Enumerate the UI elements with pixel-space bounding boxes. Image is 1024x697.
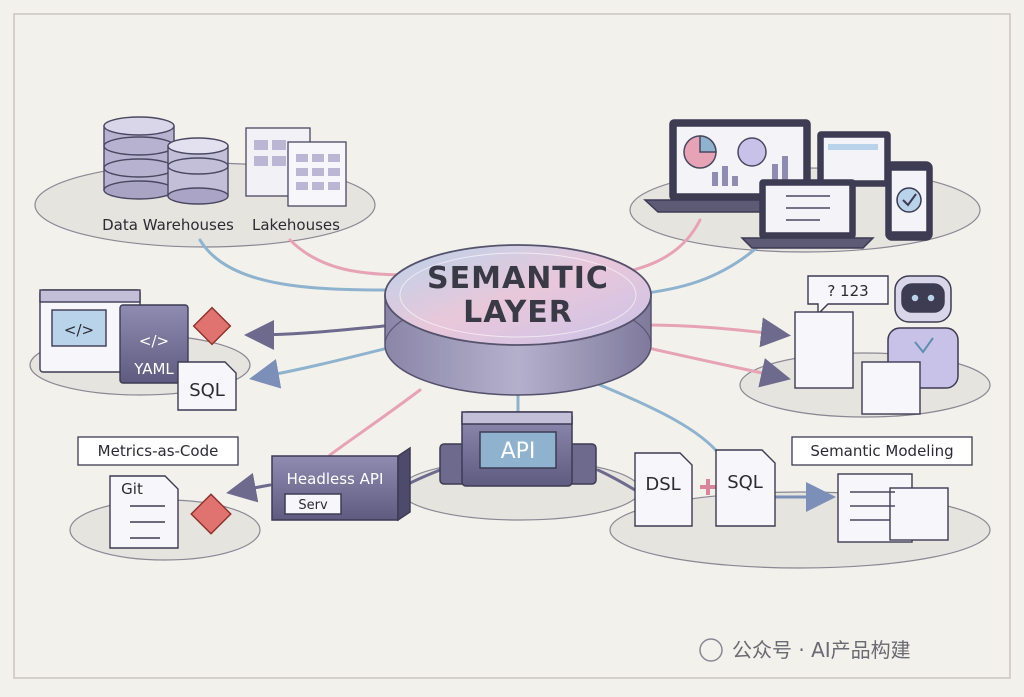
yaml-label: YAML	[133, 360, 174, 378]
plus-icon	[700, 479, 716, 495]
api-server-icon	[439, 411, 597, 487]
center-title-line2: LAYER	[463, 295, 573, 330]
git-diamond-icon-bottom	[190, 493, 232, 535]
dsl-label: DSL	[645, 474, 680, 495]
git-diamond-icon	[192, 306, 232, 346]
dsl-file-icon	[634, 452, 693, 527]
laptop-list-icon	[740, 179, 875, 249]
tablet-check-icon	[885, 161, 933, 241]
headless-api-title: Headless API	[287, 470, 384, 488]
document-stack-right	[794, 311, 921, 415]
spreadsheet-icon	[245, 127, 347, 207]
headless-api-box	[271, 446, 411, 522]
sql-file-icon	[177, 361, 237, 411]
paper-frame	[13, 13, 1011, 679]
sql-file-icon-right	[715, 449, 776, 527]
center-title-line1: SEMANTIC	[427, 261, 609, 296]
metrics-label: Metrics-as-Code	[98, 442, 219, 460]
monitor-icon	[817, 131, 891, 187]
database-icon	[103, 116, 229, 205]
semantic-modeling-label: Semantic Modeling	[810, 442, 953, 460]
wechat-icon	[699, 638, 723, 662]
serv-label: Serv	[298, 498, 328, 513]
lakehouses-label: Lakehouses	[252, 216, 340, 234]
api-label: API	[501, 439, 536, 464]
modeling-label-box	[791, 436, 973, 466]
git-checklist-icon	[109, 475, 179, 549]
model-document-stack	[837, 473, 949, 543]
speech-bubble	[807, 275, 889, 316]
bubble-text: ? 123	[827, 282, 868, 300]
sql-label-right: SQL	[727, 472, 763, 493]
code-glyph: </>	[64, 321, 94, 339]
git-label: Git	[121, 480, 143, 498]
code-window-icon	[39, 289, 141, 373]
metrics-label-box	[77, 436, 239, 466]
sql-label-left: SQL	[189, 380, 225, 401]
data-warehouses-label: Data Warehouses	[102, 216, 234, 234]
watermark-text: 公众号 · AI产品构建	[732, 638, 911, 662]
yaml-code-glyph: </>	[139, 332, 169, 350]
yaml-file-icon	[119, 304, 189, 384]
semantic-layer-disk	[384, 244, 652, 396]
